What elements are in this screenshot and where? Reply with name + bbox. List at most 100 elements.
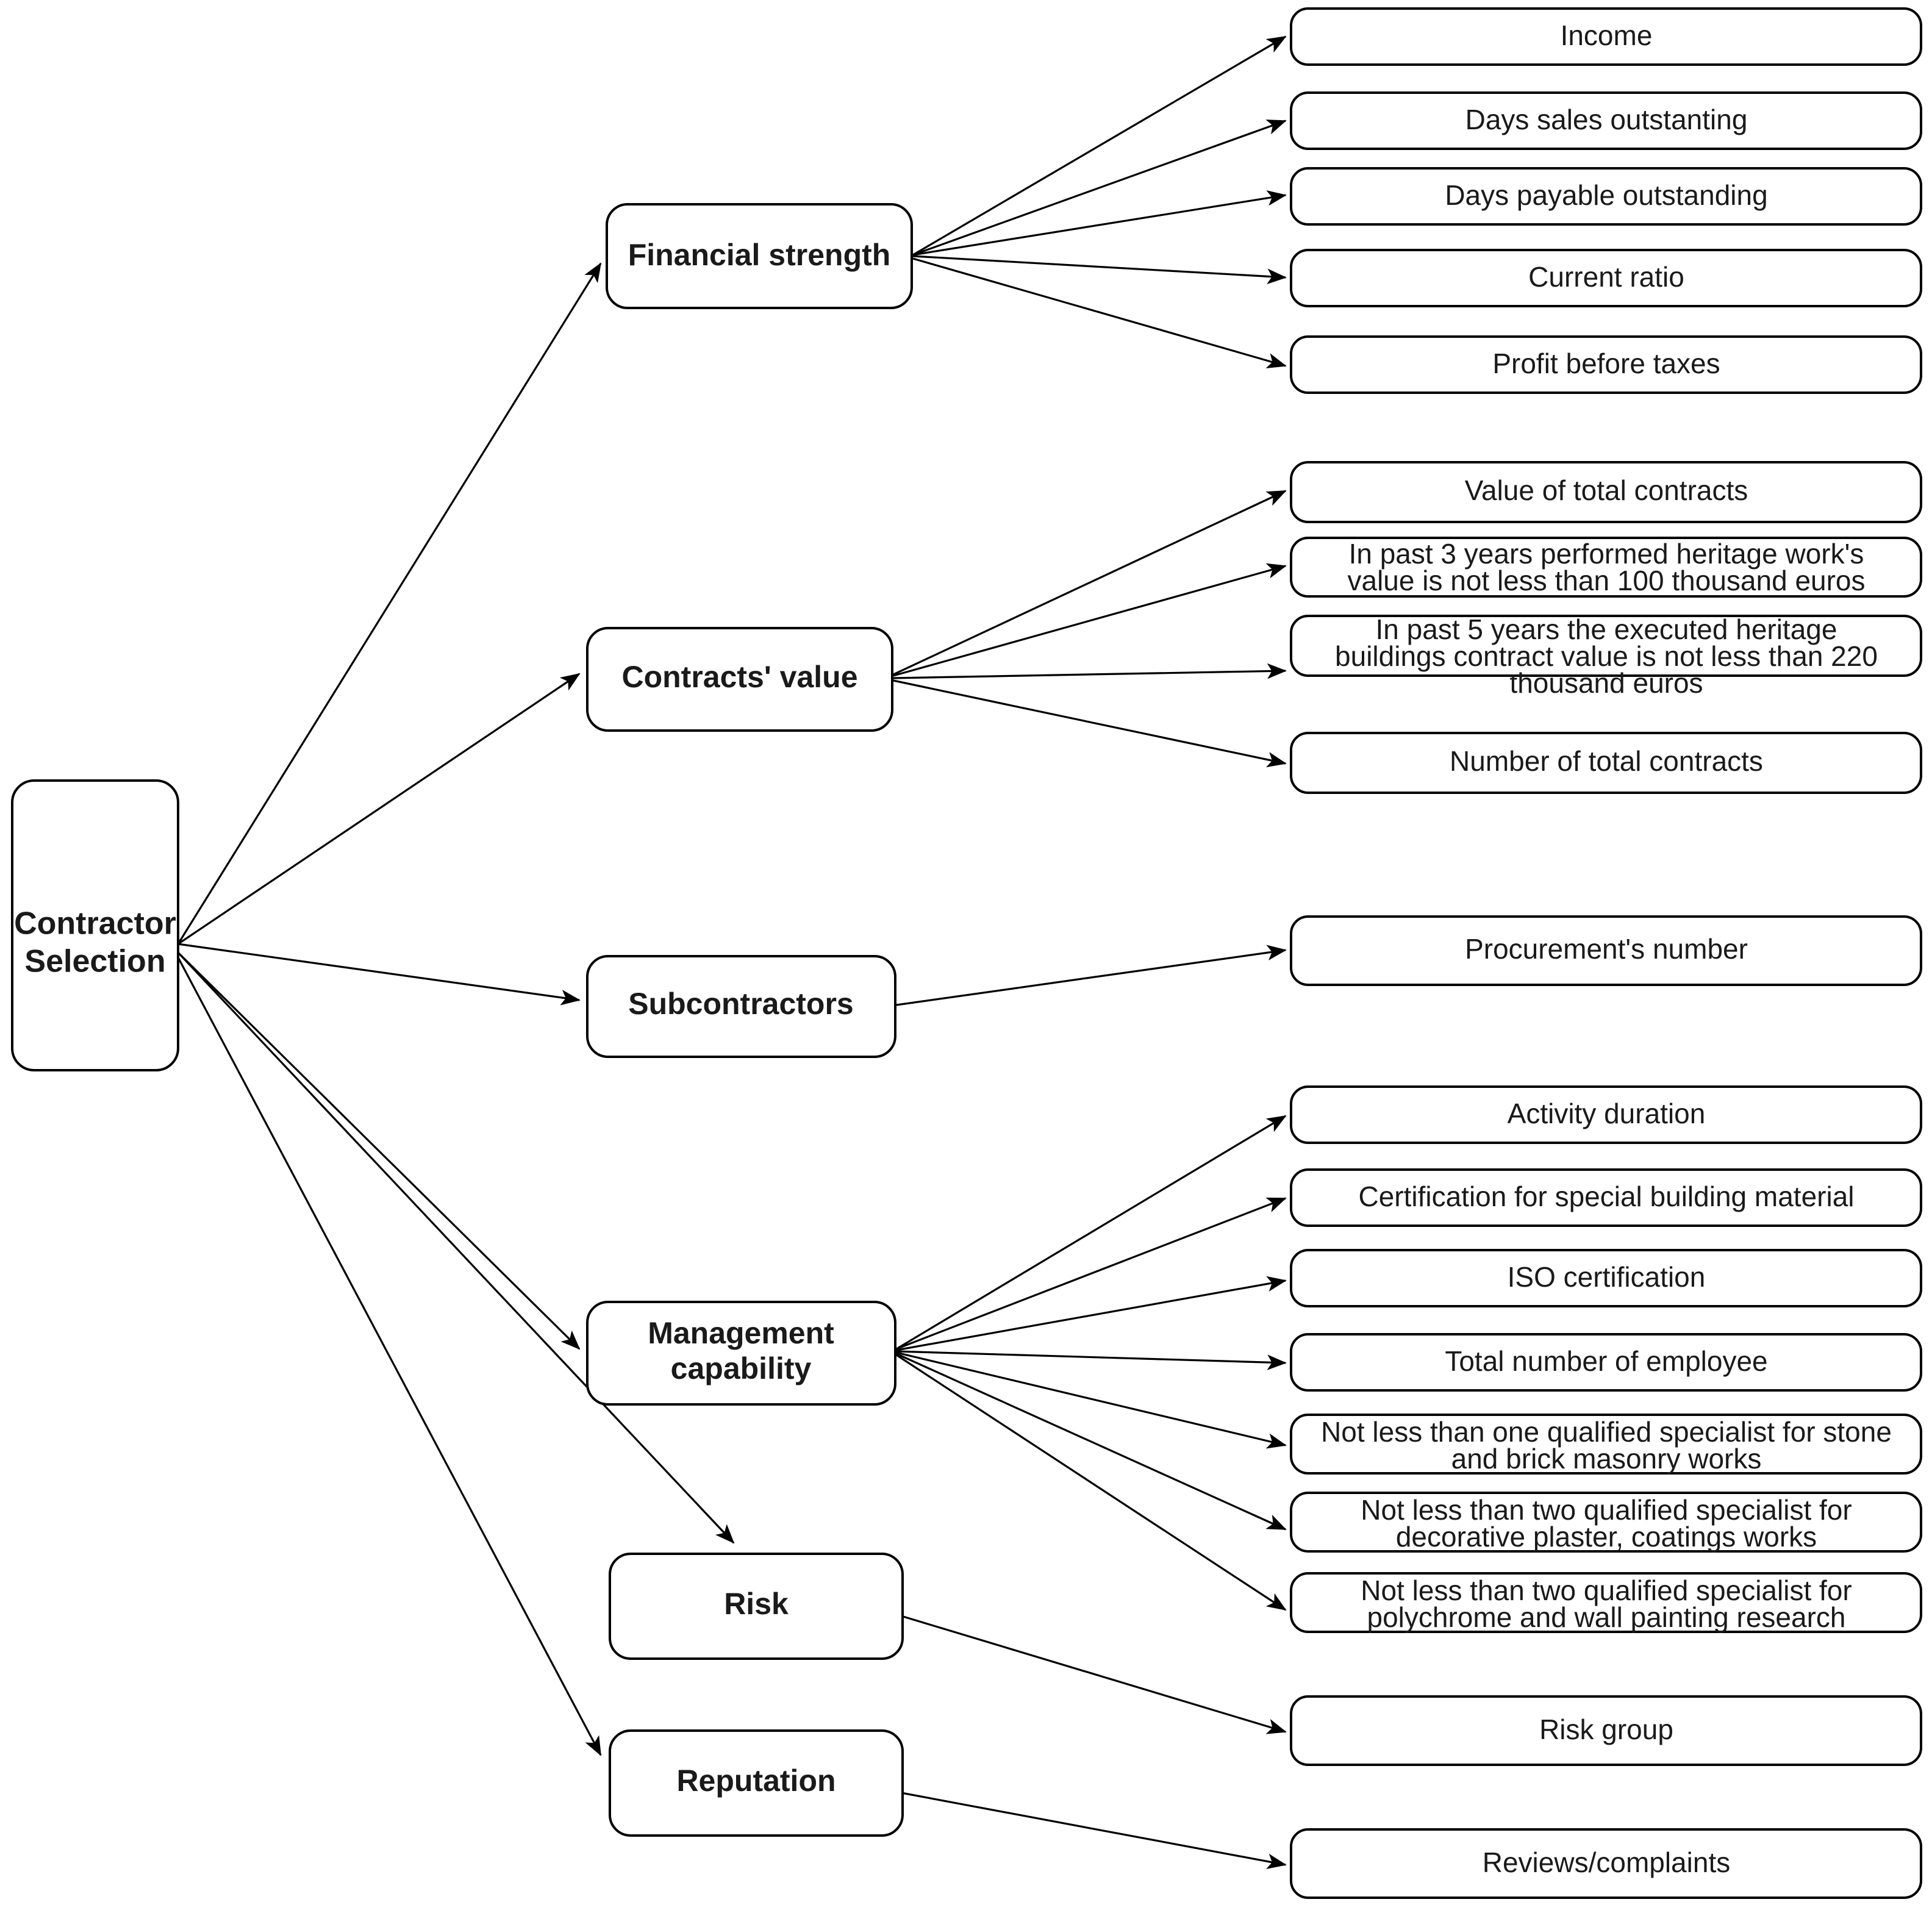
edge-management-capability-to-iso-certification xyxy=(896,1276,1287,1351)
node-rect-days-sales-outstanting xyxy=(1290,91,1922,150)
node-value-of-total-contracts[interactable]: Value of total contracts xyxy=(1290,461,1922,523)
node-label-specialist-polychrome-line1: Not less than two qualified specialist f… xyxy=(1361,1575,1852,1606)
edge-subcontractors-to-procurements-number xyxy=(896,945,1287,1006)
node-label-days-sales-outstanting: Days sales outstanting xyxy=(1465,104,1748,135)
node-rect-value-of-total-contracts xyxy=(1290,461,1922,523)
edge-contracts-value-to-value-of-total-contracts xyxy=(893,490,1287,676)
node-iso-certification[interactable]: ISO certification xyxy=(1290,1249,1922,1307)
edge-root-to-subcontractors xyxy=(177,943,581,1006)
node-label-certification-material: Certification for special building mater… xyxy=(1358,1181,1854,1212)
node-rect-management-capability xyxy=(586,1301,896,1406)
node-total-number-of-employee[interactable]: Total number of employee xyxy=(1290,1333,1922,1392)
node-label-reputation: Reputation xyxy=(676,1764,835,1798)
node-contracts-value[interactable]: Contracts' value xyxy=(586,627,893,732)
node-rect-total-number-of-employee xyxy=(1290,1333,1922,1392)
node-label-contractor-selection-line2: Selection xyxy=(24,944,165,979)
node-procurements-number[interactable]: Procurement's number xyxy=(1290,915,1922,986)
node-activity-duration[interactable]: Activity duration xyxy=(1290,1085,1922,1144)
edge-root-to-management-capability xyxy=(177,951,581,1350)
node-label-subcontractors: Subcontractors xyxy=(628,987,854,1021)
node-label-contractor-selection-line1: Contractor xyxy=(14,906,176,942)
node-label-heritage-work-3-years-line1: In past 3 years performed heritage work'… xyxy=(1349,538,1864,570)
node-label-risk: Risk xyxy=(724,1587,789,1621)
node-label-management-capability-line2: capability xyxy=(671,1351,812,1385)
node-rect-current-ratio xyxy=(1290,249,1922,307)
edge-management-capability-to-specialist-polychrome xyxy=(896,1354,1287,1611)
node-rect-iso-certification xyxy=(1290,1249,1922,1307)
node-management-capability[interactable]: Management capability xyxy=(586,1301,896,1406)
node-subcontractors[interactable]: Subcontractors xyxy=(586,955,896,1058)
node-label-specialist-plaster-line1: Not less than two qualified specialist f… xyxy=(1361,1494,1852,1526)
node-label-number-of-total-contracts: Number of total contracts xyxy=(1450,745,1763,777)
edge-financial-strength-to-income xyxy=(912,35,1287,256)
edge-risk-to-risk-group xyxy=(901,1615,1287,1734)
node-days-sales-outstanting[interactable]: Days sales outstanting xyxy=(1290,91,1922,150)
node-rect-number-of-total-contracts xyxy=(1290,732,1922,794)
node-risk-group[interactable]: Risk group xyxy=(1290,1695,1922,1766)
node-rect-heritage-buildings-5-years xyxy=(1290,615,1922,677)
node-current-ratio[interactable]: Current ratio xyxy=(1290,249,1922,307)
node-rect-heritage-work-3-years xyxy=(1290,537,1922,598)
node-label-heritage-work-3-years-line2: value is not less than 100 thousand euro… xyxy=(1347,565,1865,596)
edge-financial-strength-to-days-sales-outstanting xyxy=(912,120,1287,256)
node-label-profit-before-taxes: Profit before taxes xyxy=(1492,348,1720,379)
node-label-contracts-value: Contracts' value xyxy=(621,660,857,694)
node-label-current-ratio: Current ratio xyxy=(1528,261,1684,293)
node-risk[interactable]: Risk xyxy=(609,1553,904,1660)
node-rect-profit-before-taxes xyxy=(1290,335,1922,394)
node-label-management-capability-line1: Management xyxy=(648,1316,834,1350)
edge-management-capability-to-activity-duration xyxy=(896,1115,1287,1350)
node-reviews-complaints[interactable]: Reviews/complaints xyxy=(1290,1828,1922,1899)
node-days-payable-outstanding[interactable]: Days payable outstanding xyxy=(1290,167,1922,226)
node-heritage-work-3-years[interactable]: In past 3 years performed heritage work'… xyxy=(1290,537,1922,598)
node-income[interactable]: Income xyxy=(1290,7,1922,66)
node-rect-activity-duration xyxy=(1290,1085,1922,1144)
node-label-total-number-of-employee: Total number of employee xyxy=(1445,1345,1767,1377)
edge-root-to-reputation xyxy=(177,957,602,1756)
edge-management-capability-to-total-number-of-employee xyxy=(896,1350,1287,1370)
node-label-procurements-number: Procurement's number xyxy=(1465,933,1748,965)
node-number-of-total-contracts[interactable]: Number of total contracts xyxy=(1290,732,1922,794)
node-label-risk-group: Risk group xyxy=(1539,1714,1673,1745)
edge-contracts-value-to-heritage-buildings-5-years xyxy=(893,663,1287,679)
node-heritage-buildings-5-years[interactable]: In past 5 years the executed heritage bu… xyxy=(1290,613,1922,699)
node-rect-risk xyxy=(609,1553,904,1660)
node-rect-days-payable-outstanding xyxy=(1290,167,1922,226)
node-rect-reputation xyxy=(609,1729,904,1837)
edge-root-to-risk xyxy=(177,951,735,1544)
edge-root-to-financial-strength xyxy=(177,262,602,945)
node-label-reviews-complaints: Reviews/complaints xyxy=(1483,1847,1730,1878)
node-label-specialist-stone-brick-line1: Not less than one qualified specialist f… xyxy=(1321,1416,1892,1448)
edge-contracts-value-to-number-of-total-contracts xyxy=(893,679,1287,768)
node-label-heritage-buildings-5-years-line2: buildings contract value is not less tha… xyxy=(1335,640,1878,672)
node-specialist-plaster[interactable]: Not less than two qualified specialist f… xyxy=(1290,1492,1922,1553)
edge-financial-strength-to-days-payable-outstanding xyxy=(912,190,1287,256)
node-rect-subcontractors xyxy=(586,955,896,1058)
node-rect-specialist-polychrome xyxy=(1290,1572,1922,1633)
node-contractor-selection[interactable]: Contractor Selection xyxy=(11,779,179,1071)
edge-management-capability-to-specialist-stone-brick xyxy=(896,1351,1287,1449)
node-label-income: Income xyxy=(1561,20,1653,51)
edge-contracts-value-to-heritage-work-3-years xyxy=(893,563,1287,677)
node-reputation[interactable]: Reputation xyxy=(609,1729,904,1837)
node-rect-procurements-number xyxy=(1290,915,1922,986)
node-rect-risk-group xyxy=(1290,1695,1922,1766)
node-label-activity-duration: Activity duration xyxy=(1508,1098,1706,1129)
node-label-heritage-buildings-5-years-line3: thousand euros xyxy=(1509,667,1703,699)
node-label-specialist-stone-brick-line2: and brick masonry works xyxy=(1451,1443,1762,1475)
node-specialist-polychrome[interactable]: Not less than two qualified specialist f… xyxy=(1290,1572,1922,1633)
edge-root-to-contracts-value xyxy=(177,673,581,945)
node-financial-strength[interactable]: Financial strength xyxy=(606,203,913,309)
node-rect-income xyxy=(1290,7,1922,66)
node-label-specialist-polychrome-line2: polychrome and wall painting research xyxy=(1367,1601,1846,1633)
node-rect-specialist-stone-brick xyxy=(1290,1414,1922,1475)
edge-management-capability-to-specialist-plaster xyxy=(896,1353,1287,1531)
node-rect-specialist-plaster xyxy=(1290,1492,1922,1553)
edge-reputation-to-reviews-complaints xyxy=(901,1792,1287,1870)
node-certification-material[interactable]: Certification for special building mater… xyxy=(1290,1168,1922,1227)
node-profit-before-taxes[interactable]: Profit before taxes xyxy=(1290,335,1922,394)
node-rect-reviews-complaints xyxy=(1290,1828,1922,1899)
node-specialist-stone-brick[interactable]: Not less than one qualified specialist f… xyxy=(1290,1414,1922,1475)
